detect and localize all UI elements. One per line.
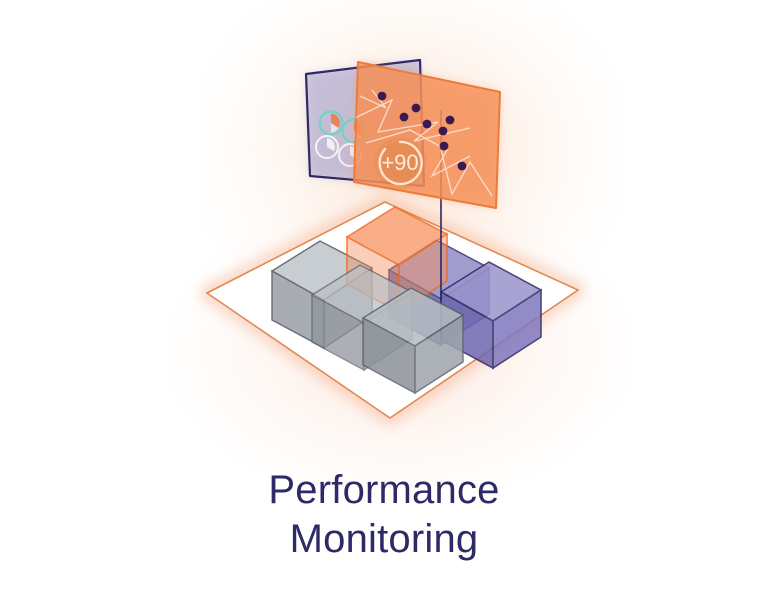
analytics-panel-orange [353, 61, 501, 209]
cube-gray-front [361, 287, 465, 395]
page-title: Performance Monitoring [0, 466, 768, 564]
donut-icon-1 [318, 110, 344, 136]
page-title-line-1: Performance [268, 468, 500, 512]
scatter-connector-lines [354, 89, 493, 197]
score-gauge: +90 [374, 137, 426, 189]
page-title-line-2: Monitoring [289, 516, 479, 561]
gauge-label: +90 [381, 150, 418, 175]
scatter-dots [377, 91, 467, 171]
donut-icon-3 [315, 135, 339, 159]
performance-monitoring-illustration: +90 [200, 58, 586, 423]
